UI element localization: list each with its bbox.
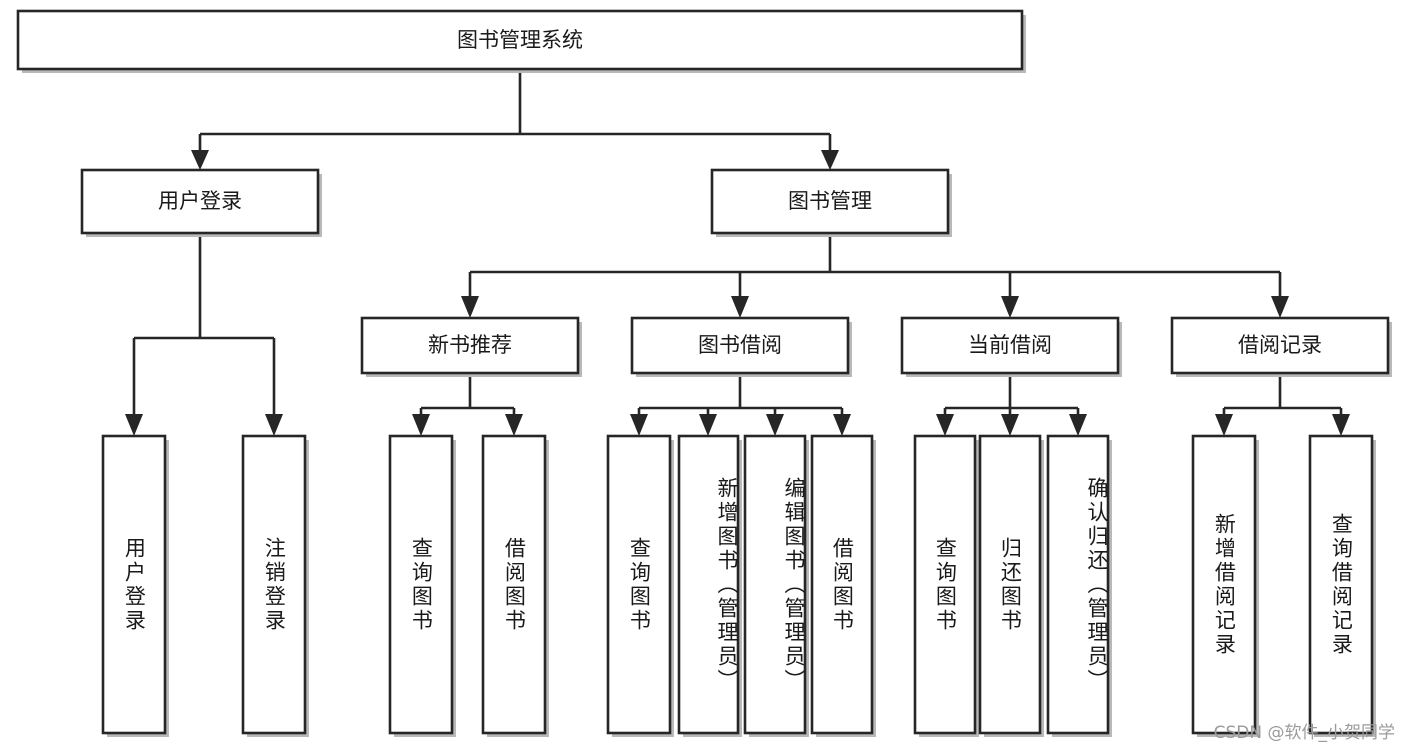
arrow-to-book-borrow bbox=[731, 296, 749, 318]
connector-user-login-bus bbox=[132, 233, 276, 418]
connector-new-book-rec-bus bbox=[419, 373, 516, 418]
node-leaf-query-book-1-box[interactable] bbox=[388, 434, 454, 735]
node-leaf-borrow-book-2-box[interactable] bbox=[810, 434, 874, 735]
arrow-to-current-borrow bbox=[1001, 296, 1019, 318]
node-current-borrow-box bbox=[900, 316, 1120, 375]
arrow-to-leaf-add-book bbox=[699, 414, 717, 436]
connector-layer bbox=[125, 69, 1350, 436]
node-leaf-borrow-book-1-box[interactable] bbox=[481, 434, 547, 735]
arrow-to-leaf-borrow-book-2 bbox=[833, 414, 851, 436]
arrow-to-leaf-edit-book bbox=[766, 414, 784, 436]
arrow-to-book-manage bbox=[821, 150, 839, 170]
node-root[interactable]: 图书管理系统 bbox=[16, 9, 1026, 73]
connector-book-manage-bus bbox=[468, 233, 1282, 300]
arrow-to-leaf-add-record bbox=[1215, 414, 1233, 436]
node-book-manage[interactable]: 图书管理 bbox=[710, 168, 952, 237]
arrow-to-leaf-logout bbox=[265, 414, 283, 436]
node-leaf-user-login-box[interactable] bbox=[101, 434, 167, 735]
node-layer: 图书管理系统 用户登录 图书管理 新书推荐 bbox=[16, 9, 1392, 737]
connector-borrow-record-bus bbox=[1222, 373, 1343, 418]
node-leaf-query-book-2-box[interactable] bbox=[606, 434, 672, 735]
node-current-borrow[interactable]: 当前借阅 bbox=[900, 316, 1122, 377]
node-book-borrow-box bbox=[630, 316, 850, 375]
node-new-book-rec-box bbox=[360, 316, 580, 375]
arrow-to-leaf-user-login bbox=[125, 414, 143, 436]
arrow-to-borrow-record bbox=[1271, 296, 1289, 318]
csdn-watermark: CSDN @软件_小贺同学 bbox=[1213, 723, 1395, 743]
arrow-to-leaf-query-record bbox=[1332, 414, 1350, 436]
arrow-to-leaf-borrow-book-1 bbox=[505, 414, 523, 436]
node-leaf-logout-box[interactable] bbox=[241, 434, 307, 735]
node-book-manage-label: 图书管理 bbox=[788, 189, 872, 213]
node-root-label: 图书管理系统 bbox=[457, 28, 583, 52]
node-book-manage-box bbox=[710, 168, 950, 235]
node-user-login-box bbox=[80, 168, 320, 235]
arrow-to-leaf-query-book-1 bbox=[412, 414, 430, 436]
node-user-login[interactable]: 用户登录 bbox=[80, 168, 322, 237]
arrow-to-user-login bbox=[191, 150, 209, 170]
node-current-borrow-label: 当前借阅 bbox=[968, 333, 1052, 357]
node-book-borrow-label: 图书借阅 bbox=[698, 333, 782, 357]
connector-current-borrow-bus bbox=[943, 373, 1080, 418]
node-book-borrow[interactable]: 图书借阅 bbox=[630, 316, 852, 377]
node-leaf-query-record-box[interactable] bbox=[1308, 434, 1374, 735]
arrow-to-leaf-query-book-2 bbox=[630, 414, 648, 436]
node-leaf-add-book-box[interactable] bbox=[677, 434, 740, 735]
arrow-to-new-book-rec bbox=[461, 296, 479, 318]
node-leaf-add-record-box[interactable] bbox=[1191, 434, 1257, 735]
arrow-to-leaf-return-book bbox=[1001, 414, 1019, 436]
arrow-to-leaf-query-book-3 bbox=[936, 414, 954, 436]
node-new-book-rec-label: 新书推荐 bbox=[428, 333, 512, 357]
node-user-login-label: 用户登录 bbox=[158, 189, 242, 213]
node-new-book-rec[interactable]: 新书推荐 bbox=[360, 316, 582, 377]
connector-book-borrow-bus bbox=[637, 373, 844, 418]
node-root-box bbox=[16, 9, 1024, 71]
node-leaf-return-book-box[interactable] bbox=[978, 434, 1042, 735]
node-borrow-record-label: 借阅记录 bbox=[1238, 333, 1322, 357]
connector-root-bus bbox=[198, 69, 830, 152]
leaf-box-layer bbox=[101, 434, 1376, 737]
node-leaf-edit-book-box[interactable] bbox=[743, 434, 807, 735]
arrow-to-leaf-confirm-return bbox=[1069, 414, 1087, 436]
node-borrow-record[interactable]: 借阅记录 bbox=[1170, 316, 1392, 377]
node-leaf-query-book-3-box[interactable] bbox=[913, 434, 977, 735]
node-leaf-confirm-return-box[interactable] bbox=[1046, 434, 1110, 735]
node-borrow-record-box bbox=[1170, 316, 1390, 375]
